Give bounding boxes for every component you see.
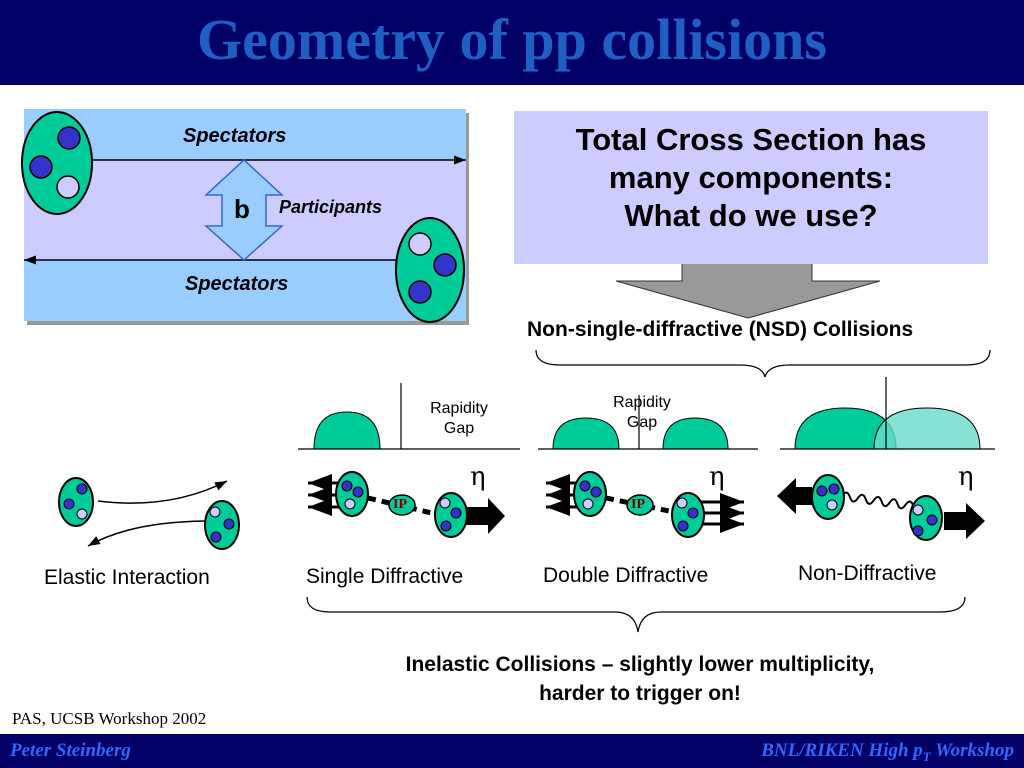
title-bar: [0, 0, 1024, 85]
single-diffractive-label: Single Diffractive: [306, 565, 464, 588]
down-arrow: [615, 255, 881, 319]
participants-label: Participants: [279, 197, 383, 217]
footer-bar: [0, 734, 1024, 768]
eta-symbol-single: η: [470, 462, 486, 492]
slide-title: Geometry of pp collisions: [197, 7, 827, 72]
rapidity-plot-double: [538, 395, 758, 450]
double-diffractive-diagram: [546, 471, 744, 538]
rapidity-plot-single: [298, 383, 520, 450]
impact-parameter-arrow: [204, 158, 284, 262]
non-diffractive-label: Non-Diffractive: [798, 562, 937, 585]
geometry-panel: [21, 109, 469, 325]
eta-symbol-non: η: [958, 462, 974, 492]
spectators-top-label: Spectators: [183, 125, 287, 147]
single-diffractive-diagram: [308, 471, 505, 538]
elastic-diagram: [58, 477, 240, 550]
question-box: Total Cross Section has many components:…: [514, 111, 988, 264]
nsd-label: Non-single-diffractive (NSD) Collisions: [527, 318, 914, 341]
pomeron-label-single: IP: [393, 497, 407, 512]
double-diffractive-label: Double Diffractive: [543, 564, 709, 587]
rapidity-plot-non: [780, 377, 995, 450]
spectators-bottom-label: Spectators: [185, 273, 289, 295]
impact-parameter-label: b: [234, 194, 250, 224]
footer-workshop: BNL/RIKEN High pT Workshop: [761, 740, 1014, 764]
elastic-label: Elastic Interaction: [44, 566, 210, 589]
question-line-3: What do we use?: [624, 198, 878, 233]
inelastic-note: Inelastic Collisions – slightly lower mu…: [405, 653, 875, 705]
question-line-2: many components:: [608, 160, 894, 195]
question-line-1: Total Cross Section has: [575, 122, 927, 157]
nsd-brace: [535, 349, 991, 378]
non-diffractive-diagram: [777, 474, 985, 541]
inelastic-brace: [306, 596, 966, 633]
eta-symbol-double: η: [709, 462, 725, 492]
workshop-credit: PAS, UCSB Workshop 2002: [12, 709, 207, 728]
pomeron-label-double: IP: [631, 497, 645, 512]
footer-author: Peter Steinberg: [10, 740, 131, 761]
